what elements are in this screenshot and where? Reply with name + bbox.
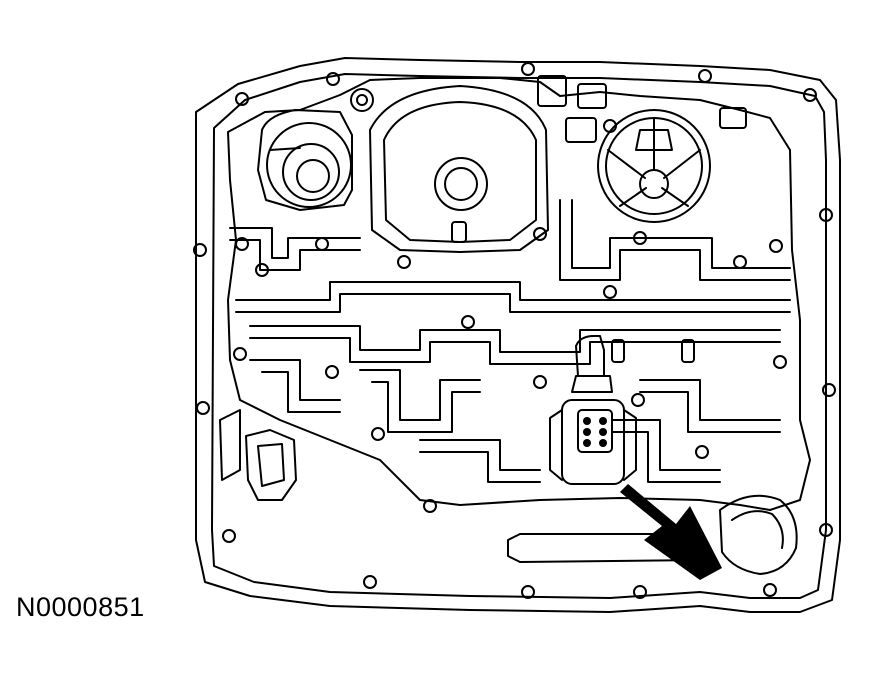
solenoid [549,335,637,485]
lower-right-bore [719,494,798,575]
valve-body-bolts [233,227,787,513]
fluid-passages [229,199,791,483]
left-accumulator-bore [257,109,353,211]
valve-body-plate [227,77,811,511]
check-pin-2 [681,339,695,363]
right-spoke-bore [597,109,711,223]
perimeter-bolt-holes [193,62,836,599]
filter-area [219,409,297,501]
central-bore [369,85,549,253]
figure-id-label: N0000851 [16,592,145,622]
arrow-icon [620,484,722,580]
case-outline [195,57,841,613]
upper-bosses [350,75,747,143]
solenoid-connector [577,409,613,453]
check-pin-1 [611,339,625,363]
case-inner-outline [211,73,827,599]
